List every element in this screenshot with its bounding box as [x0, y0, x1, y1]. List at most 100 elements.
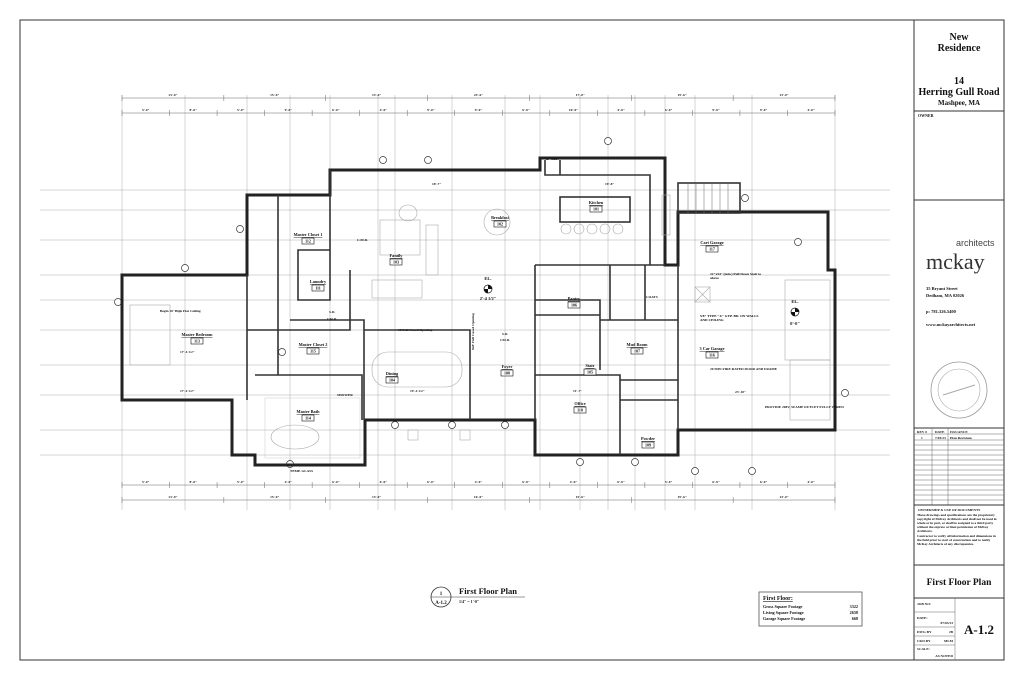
dimension-strings: 13'-0" 15'-0" 13'-0" 23'-6" 17'-0" 19'-6" 13'-… — [121, 93, 836, 503]
room-name: Master Bath — [297, 409, 321, 414]
logo-sub: architects — [956, 238, 995, 248]
room-number: 117 — [709, 247, 715, 252]
scale-value: AS NOTED — [935, 654, 953, 658]
date-header: DATE — [935, 430, 945, 434]
dimension-label: 4'-0" — [285, 480, 293, 484]
dimension-label: 5'-0" — [665, 480, 673, 484]
gross-sf-value: 3322 — [850, 604, 858, 609]
dimension-label: 4'-0" — [380, 108, 388, 112]
grid-bubble-icon — [794, 238, 802, 246]
area-table-heading: First Floor: — [763, 596, 793, 602]
drawing-title-text: First Floor Plan — [459, 586, 517, 596]
grid-bubble-icon — [748, 467, 756, 475]
dimension-label: 6'-0" — [332, 108, 340, 112]
dimension-label: 15'-6" — [576, 495, 585, 499]
dimension-label: 6'-0" — [712, 480, 720, 484]
cmd-label: CM.D. — [327, 317, 337, 321]
dimension-label: 13'-0" — [372, 93, 381, 97]
rev-cell: 1 — [921, 436, 923, 440]
elevation-value: 2'-4 1/2" — [480, 296, 497, 301]
cmd-family-label: C.M.D. — [357, 238, 368, 242]
dimension-label: 9'-0" — [760, 108, 768, 112]
job-no-label: JOB NO: — [917, 602, 931, 606]
shower-label: SHOWER — [337, 393, 353, 397]
dimension-label: 8'-0" — [190, 108, 198, 112]
room-number: 105 — [587, 370, 593, 375]
room-number: 101 — [593, 207, 599, 212]
room-label: Master Closet 1 112 — [294, 232, 323, 245]
room-name: Master Closet 2 — [299, 342, 328, 347]
room-label: Family 103 — [390, 253, 404, 266]
title-block: New Residence 14 Herring Gull Road Mashp… — [914, 32, 1004, 660]
smoke-detector-label: S.D. — [329, 310, 335, 314]
architect-address2: Dedham, MA 02026 — [926, 293, 965, 298]
drawing-scale: 1/4" = 1'-0" — [459, 599, 479, 604]
room-number: 111 — [315, 286, 321, 291]
ownership-text: These drawings and specifications are th… — [917, 513, 997, 533]
callout-number: 1 — [440, 592, 443, 597]
architect-web: www.mckayarchitects.net — [926, 322, 976, 327]
dimension-label: 5'-0" — [237, 480, 245, 484]
room-number: 103 — [393, 260, 399, 265]
room-name: Cart Garage — [700, 240, 723, 245]
room-label: Laundry 111 — [310, 279, 327, 292]
dimension-label: 13'-0" — [779, 495, 788, 499]
dimension-label: 16'-0" — [474, 495, 483, 499]
dimension-label: 13'-0" — [779, 93, 788, 97]
sheet-border — [19, 19, 1005, 661]
gross-sf-label: Gross Square Footage — [763, 604, 803, 609]
grid-bubble-icon — [391, 421, 399, 429]
grid-bubble-icon — [576, 458, 584, 466]
kitchen-dimension: 19'-8" — [605, 182, 614, 186]
dimension-label: 6'-0" — [380, 480, 388, 484]
dimension-label: 17'-0" — [576, 93, 585, 97]
dimension-label: 4'-0" — [807, 108, 815, 112]
room-name: Master Closet 1 — [294, 232, 323, 237]
grid-bubble-icon — [278, 348, 286, 356]
logo-main: mckay — [926, 249, 985, 274]
grid-bubble-icon — [114, 298, 122, 306]
dimension-label: 15'-0" — [270, 495, 279, 499]
room-name: Family — [390, 253, 404, 258]
dimension-label: 23'-6" — [474, 93, 483, 97]
checked-by-value: MLM — [944, 639, 954, 643]
dimension-label: 9'-0" — [427, 108, 435, 112]
revisions-table: REV # DATE ISSUANCE 1 7/03/23 Plan Revis… — [914, 428, 1004, 505]
room-label: Cart Garage 117 — [700, 240, 724, 253]
dining-dimension: 19'-4 1/2" — [410, 389, 425, 393]
grid-bubble-icon — [448, 421, 456, 429]
architect-seal — [930, 361, 988, 419]
date-cell: 7/03/23 — [935, 436, 946, 440]
grid-bubble-icon — [691, 467, 699, 475]
grid-bubble-icon — [236, 225, 244, 233]
cased-opening-note-2: 8x8' Full Cased Opening — [471, 313, 475, 350]
room-number: 112 — [305, 239, 311, 244]
dimension-label: 6'-0" — [665, 108, 673, 112]
project-line1: New — [950, 32, 970, 43]
room-name: Laundry — [310, 279, 327, 284]
checked-by-label: CKD BY — [917, 639, 931, 643]
rev-header: REV # — [917, 430, 927, 434]
grid-bubble-icon — [181, 264, 189, 272]
room-number: 116 — [709, 353, 715, 358]
contractor-note: Contractor to verify all information and… — [917, 534, 996, 546]
dimension-label: 19'-6" — [678, 495, 687, 499]
dimension-label: 4'-0" — [570, 480, 578, 484]
room-name: Dining — [386, 371, 399, 376]
grid-bubble-icon — [741, 194, 749, 202]
garage-sf-value: 668 — [852, 616, 858, 621]
dimension-label: 13'-0" — [168, 93, 177, 97]
dimension-label: 9'-0" — [285, 108, 293, 112]
room-name: Office — [574, 401, 585, 406]
living-sf-value: 2658 — [850, 610, 858, 615]
date-label: DATE: — [917, 616, 928, 620]
garage-stair — [677, 182, 741, 214]
room-name: Mud Room — [627, 342, 648, 347]
dimension-label: 6'-0" — [332, 480, 340, 484]
cased-opening-note: 10'Full Cased Opening — [398, 328, 432, 332]
